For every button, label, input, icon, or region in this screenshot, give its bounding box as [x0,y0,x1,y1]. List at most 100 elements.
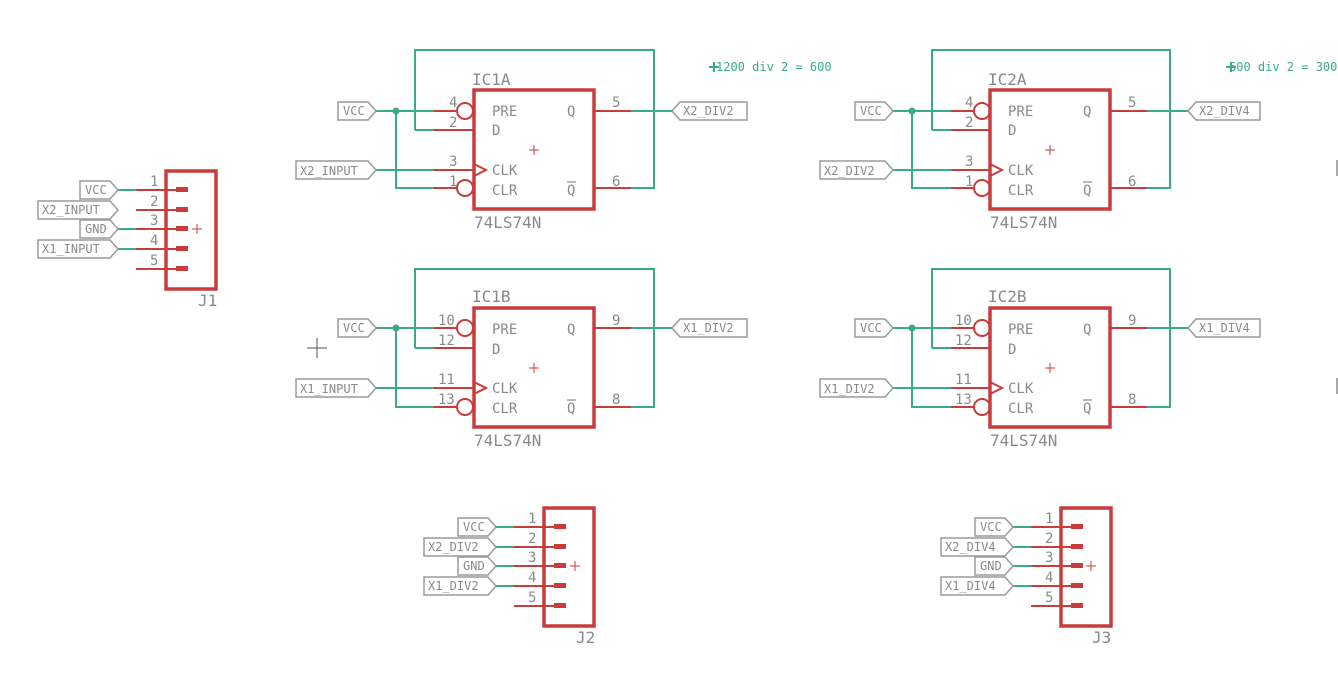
svg-text:9: 9 [612,313,620,329]
connector-j1[interactable]: 1 2 3 4 5 J1 VCC X2_INPUT GND X1_INPUT [37,169,218,310]
net-label-x1-div2[interactable]: X1_DIV2 [819,378,895,398]
note-ic2-divider: 600 div 2 = 300 [1226,60,1337,74]
svg-text:2: 2 [449,115,457,131]
net-label-x1-input[interactable]: X1_INPUT [37,239,120,259]
svg-text:2: 2 [528,531,536,547]
svg-text:13: 13 [955,392,972,408]
svg-text:5: 5 [528,590,536,606]
net-label-x1-div4[interactable]: X1_DIV4 [940,576,1015,596]
svg-text:CLK: CLK [492,163,518,179]
ic-ic1a[interactable]: IC1A 74LS74N PRE D CLK CLR Q Q 4 2 3 1 5… [295,49,748,232]
ic2b-name: IC2B [988,287,1027,306]
svg-text:PRE: PRE [1008,104,1033,120]
svg-text:VCC: VCC [860,321,882,335]
svg-text:GND: GND [980,559,1002,573]
j3-name: J3 [1092,628,1111,647]
net-label-vcc[interactable]: VCC [457,517,498,537]
svg-text:11: 11 [955,372,972,388]
svg-text:3: 3 [965,154,973,170]
net-label-x2-div2[interactable]: X2_DIV2 [819,160,895,180]
ic1b-value: 74LS74N [474,431,541,450]
net-label-x2-div2[interactable]: X2_DIV2 [670,101,748,121]
svg-text:CLR: CLR [1008,183,1034,199]
net-label-vcc[interactable]: VCC [854,318,895,338]
svg-text:GND: GND [85,222,107,236]
svg-text:6: 6 [612,174,620,190]
svg-text:X2_DIV2: X2_DIV2 [428,540,479,554]
svg-text:VCC: VCC [463,520,485,534]
svg-text:1: 1 [1045,511,1053,527]
note-ic2-text: 600 div 2 = 300 [1229,60,1337,74]
svg-text:1: 1 [528,511,536,527]
svg-text:VCC: VCC [85,183,107,197]
svg-text:X1_DIV4: X1_DIV4 [1199,321,1250,335]
svg-text:3: 3 [1045,550,1053,566]
svg-text:Q: Q [1083,322,1091,338]
svg-text:CLK: CLK [492,381,518,397]
svg-text:1: 1 [150,174,158,190]
svg-text:Q: Q [567,401,575,417]
net-label-vcc[interactable]: VCC [337,318,378,338]
net-label-x1-div4[interactable]: X1_DIV4 [1186,318,1261,338]
svg-text:5: 5 [612,95,620,111]
svg-text:5: 5 [1045,590,1053,606]
net-label-x2-div4[interactable]: X2_DIV4 [1186,101,1261,121]
net-label-vcc[interactable]: VCC [79,180,120,200]
svg-text:5: 5 [1128,95,1136,111]
net-label-x2-div4[interactable]: X2_DIV4 [940,537,1015,557]
ic2a-value: 74LS74N [990,213,1057,232]
svg-text:4: 4 [150,233,158,249]
net-label-gnd[interactable]: GND [974,556,1015,576]
net-label-gnd[interactable]: GND [79,219,120,239]
ic1b-name: IC1B [472,287,511,306]
ic-ic2a[interactable]: IC2A 74LS74N PRE D CLK CLR Q Q 4 2 3 1 5… [819,49,1261,232]
net-label-gnd[interactable]: GND [457,556,498,576]
net-label-x2-div2[interactable]: X2_DIV2 [423,537,498,557]
net-label-x1-div2[interactable]: X1_DIV2 [670,318,748,338]
ic2a-name: IC2A [988,70,1027,89]
svg-text:4: 4 [965,95,973,111]
svg-text:8: 8 [612,392,620,408]
net-label-x1-input[interactable]: X1_INPUT [295,378,378,398]
svg-text:6: 6 [1128,174,1136,190]
net-label-x1-div2[interactable]: X1_DIV2 [423,576,498,596]
svg-text:10: 10 [438,313,455,329]
svg-text:1: 1 [965,174,973,190]
connector-j3[interactable]: 1 2 3 4 5 J3 VCC X2_DIV4 GND X1_DIV4 [940,506,1113,647]
net-label-vcc[interactable]: VCC [974,517,1015,537]
net-label-x2-input[interactable]: X2_INPUT [37,200,120,220]
net-label-x2-input[interactable]: X2_INPUT [295,160,378,180]
svg-text:9: 9 [1128,313,1136,329]
svg-text:X1_DIV2: X1_DIV2 [428,579,479,593]
svg-text:D: D [492,123,500,139]
svg-text:8: 8 [1128,392,1136,408]
j1-name: J1 [198,291,217,310]
svg-text:X2_DIV2: X2_DIV2 [824,164,875,178]
svg-text:D: D [492,342,500,358]
note-ic1-divider: 1200 div 2 = 600 [709,60,832,74]
j2-name: J2 [576,628,595,647]
svg-text:X2_INPUT: X2_INPUT [42,203,100,217]
svg-text:10: 10 [955,313,972,329]
svg-text:4: 4 [449,95,457,111]
ic-ic1b[interactable]: IC1B 74LS74N PRE D CLK CLR Q Q 10 12 11 … [295,268,748,450]
connector-j2[interactable]: 1 2 3 4 5 J2 VCC X2_DIV2 GND X1_DIV2 [423,506,596,647]
svg-text:12: 12 [955,333,972,349]
svg-text:X2_DIV2: X2_DIV2 [683,104,734,118]
svg-text:Q: Q [1083,183,1091,199]
svg-text:VCC: VCC [343,321,365,335]
svg-text:3: 3 [449,154,457,170]
svg-text:Q: Q [567,104,575,120]
svg-text:Q: Q [1083,104,1091,120]
svg-text:X1_DIV4: X1_DIV4 [945,579,996,593]
svg-text:CLR: CLR [1008,401,1034,417]
svg-text:X2_DIV4: X2_DIV4 [945,540,996,554]
ic-ic2b[interactable]: IC2B 74LS74N PRE D CLK CLR Q Q 10 12 11 … [819,268,1261,450]
svg-text:4: 4 [528,570,536,586]
svg-text:X2_INPUT: X2_INPUT [300,164,358,178]
svg-text:11: 11 [438,372,455,388]
net-label-vcc[interactable]: VCC [854,101,895,121]
net-label-vcc[interactable]: VCC [337,101,378,121]
ic1a-name: IC1A [472,70,511,89]
